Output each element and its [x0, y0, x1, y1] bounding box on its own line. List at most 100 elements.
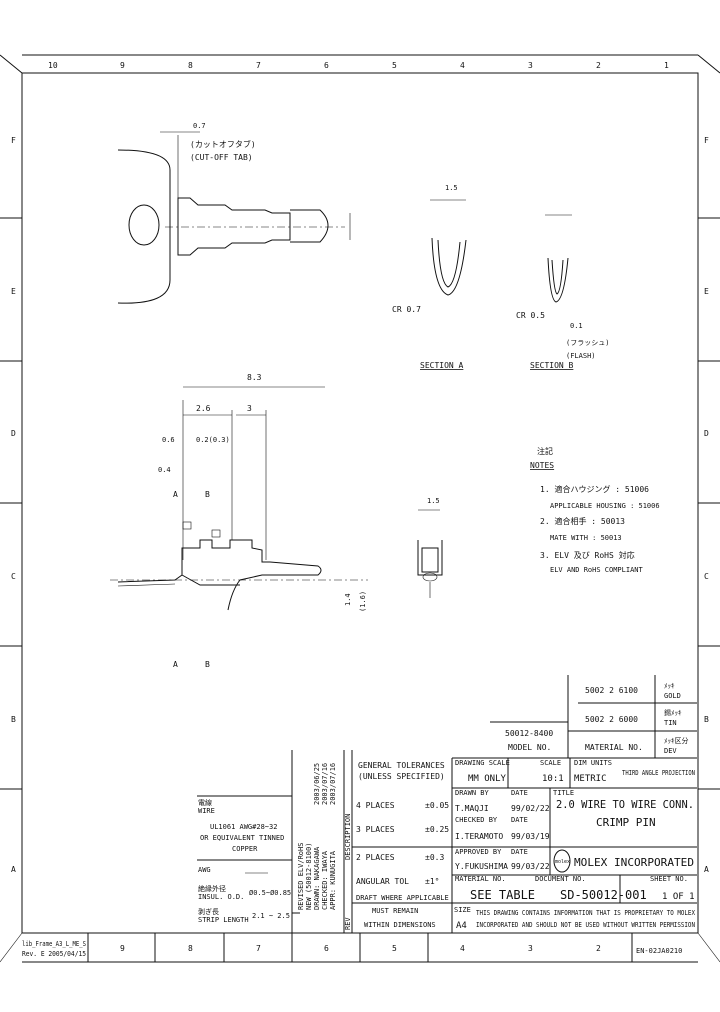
- zone-rows: F E D C B A F E D C B A: [0, 136, 720, 874]
- dim-label: 0.4: [158, 466, 171, 474]
- dim-label: 3: [247, 404, 252, 413]
- section-marker: A: [173, 660, 178, 669]
- awg-label: AWG: [198, 866, 211, 874]
- dim-overall-length: 8.3: [247, 373, 262, 382]
- wire-table: 電線 WIRE UL1061 AWG#28~32 OR EQUIVALENT T…: [197, 795, 300, 924]
- zone-row: E: [704, 287, 709, 296]
- proprietary-notice: INCORPORATED AND SHOULD NOT BE USED WITH…: [476, 921, 695, 929]
- finish: TIN: [664, 719, 677, 727]
- note-item: APPLICABLE HOUSING : 51006: [550, 502, 660, 510]
- zone-col: 6: [324, 944, 329, 953]
- tolerance-value: ±0.3: [425, 853, 444, 862]
- finish-jp: 錫ﾒｯｷ: [664, 708, 682, 717]
- zone-col: 5: [392, 944, 397, 953]
- zone-row: C: [704, 572, 709, 581]
- checked-by-label: CHECKED BY: [455, 816, 498, 824]
- tolerance-label: 2 PLACES: [356, 853, 395, 862]
- note-item: ELV AND RoHS COMPLIANT: [550, 566, 644, 574]
- tolerance-label: 4 PLACES: [356, 801, 395, 810]
- wire-spec: OR EQUIVALENT TINNED: [200, 834, 284, 842]
- wire-header-jp: 電線: [198, 798, 212, 807]
- title-label: TITLE: [553, 789, 574, 797]
- end-view-pin: 1.5: [417, 497, 443, 598]
- zone-row: C: [11, 572, 16, 581]
- frame-form-name: lib_Frame_A3_L_ME_S: [22, 940, 86, 948]
- section-a: 1.5 CR 0.7 SECTION A: [392, 184, 467, 370]
- revision-date: 2003/07/16: [329, 763, 337, 805]
- document-no: SD-50012-001: [560, 888, 647, 902]
- section-a-width: 1.5: [445, 184, 458, 192]
- zone-col: 7: [256, 944, 261, 953]
- zone-row: B: [704, 715, 709, 724]
- section-marker: B: [205, 660, 210, 669]
- note-item: 2. 適合相手 : 50013: [540, 516, 625, 526]
- section-b-radius: CR 0.5: [516, 311, 545, 320]
- revision-date: 2003/06/25: [313, 763, 321, 805]
- section-a-radius: CR 0.7: [392, 305, 421, 314]
- insulation-label: INSUL. O.D.: [198, 893, 244, 901]
- notes: 注記 NOTES 1. 適合ハウジング : 51006 APPLICABLE H…: [530, 446, 660, 574]
- wire-spec: UL1061 AWG#28~32: [210, 823, 277, 831]
- zone-col: 8: [188, 61, 193, 70]
- dim-label: 1.4: [344, 593, 352, 606]
- flash-label-jp: (フラッシュ): [566, 339, 609, 347]
- revision-entry: CHECKED: IWAYA: [321, 850, 329, 910]
- zone-col: 5: [392, 61, 397, 70]
- revision-entry: APPR: KUNUGITA: [329, 850, 337, 910]
- part-number: 5002 2 6100: [585, 686, 638, 695]
- flash-label-en: (FLASH): [566, 352, 596, 360]
- draft-note: DRAFT WHERE APPLICABLE: [356, 894, 449, 902]
- tolerance-value: ±0.25: [425, 825, 449, 834]
- section-marker: B: [205, 490, 210, 499]
- section-a-label: SECTION A: [420, 361, 464, 370]
- finish: GOLD: [664, 692, 681, 700]
- draft-note: MUST REMAIN: [372, 907, 418, 915]
- draft-note: WITHIN DIMENSIONS: [364, 921, 436, 929]
- zone-col: 2: [596, 61, 601, 70]
- description-label: DESCRIPTION: [344, 814, 352, 860]
- projection-label: THIRD ANGLE PROJECTION: [622, 769, 695, 777]
- part-number: 5002 2 6000: [585, 715, 638, 724]
- variant-label-jp: ﾒｯｷ区分: [664, 736, 689, 745]
- tolerance-value: ±1°: [425, 877, 439, 886]
- revision-entry: NEW (50012-8100): [305, 843, 313, 910]
- checked-by: I.TERAMOTO: [455, 832, 503, 841]
- drawn-date-label: DATE: [511, 789, 528, 797]
- rev-label: REV: [344, 917, 352, 930]
- strip-label-jp: 剥ぎ長: [198, 907, 219, 916]
- wire-spec: COPPER: [232, 845, 258, 853]
- insulation-value: Ø0.5~Ø0.85: [249, 889, 291, 897]
- general-tolerances: GENERAL TOLERANCES: [358, 761, 445, 770]
- zone-col: 3: [528, 944, 533, 953]
- dim-label: 0.2(0.3): [196, 436, 230, 444]
- revision-entry: REVISED ELV/RoHS: [297, 843, 305, 910]
- drawn-by-label: DRAWN BY: [455, 789, 490, 797]
- checked-date-label: DATE: [511, 816, 528, 824]
- document-no-label: DOCUMENT NO.: [535, 875, 586, 883]
- frame-form-rev: Rev. E 2005/04/15: [22, 950, 86, 958]
- zone-row: F: [704, 136, 709, 145]
- dim-label: 2.6: [196, 404, 211, 413]
- zone-col: 3: [528, 61, 533, 70]
- zone-col: 10: [48, 61, 58, 70]
- dim-label: (1.6): [359, 591, 367, 612]
- drawing-subtitle: CRIMP PIN: [596, 816, 656, 829]
- sheet-label: SHEET NO.: [650, 875, 688, 883]
- form-number: EN-02JA0210: [636, 947, 682, 955]
- approved-by: Y.FUKUSHIMA: [455, 862, 508, 871]
- approved-date: 99/03/22: [511, 862, 550, 871]
- revision-entry: DRAWN: NAKAGAWA: [313, 846, 321, 910]
- zone-row: B: [11, 715, 16, 724]
- cutoff-dim: 0.7: [193, 122, 206, 130]
- approved-date-label: DATE: [511, 848, 528, 856]
- proprietary-notice: THIS DRAWING CONTAINS INFORMATION THAT I…: [476, 909, 696, 917]
- zone-col: 7: [256, 61, 261, 70]
- unless-specified: (UNLESS SPECIFIED): [358, 772, 445, 781]
- company-name: MOLEX INCORPORATED: [574, 856, 694, 869]
- zone-row: A: [11, 865, 16, 874]
- zone-row: E: [11, 287, 16, 296]
- zone-row: F: [11, 136, 16, 145]
- approved-by-label: APPROVED BY: [455, 848, 502, 856]
- material-no-label: MATERIAL NO.: [455, 875, 506, 883]
